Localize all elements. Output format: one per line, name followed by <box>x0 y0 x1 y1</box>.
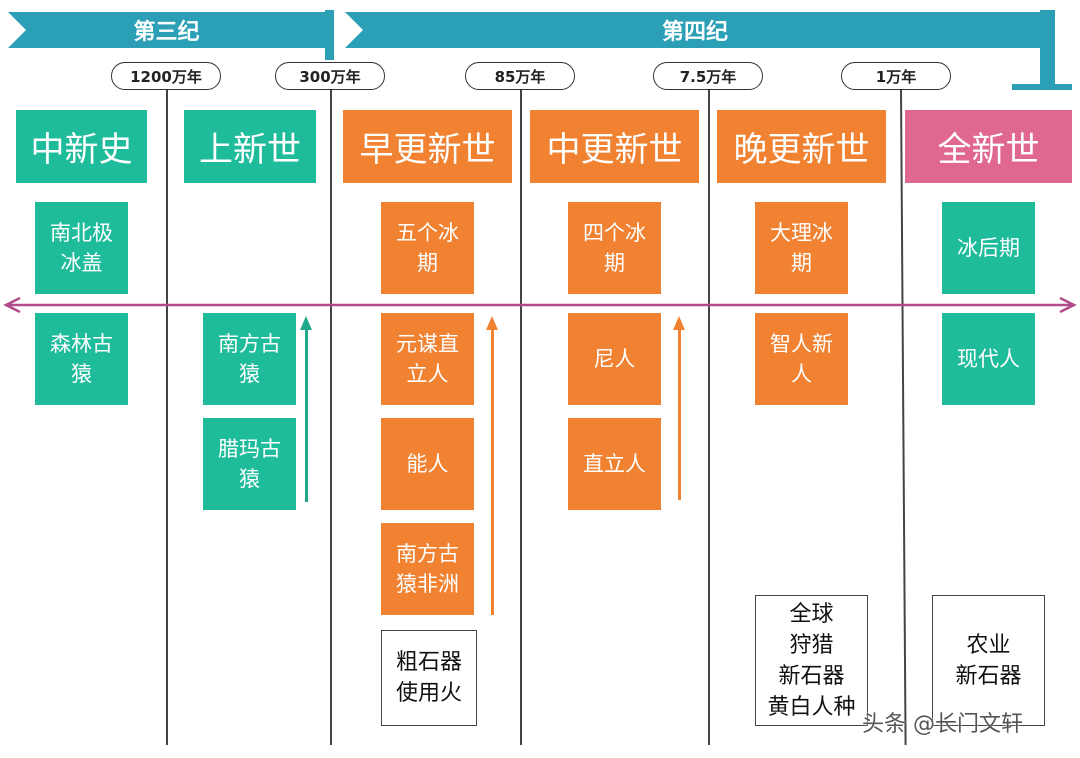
time-marker: 85万年 <box>465 62 575 90</box>
epoch-pliocene: 上新世 <box>184 110 316 183</box>
evolution-arrow-up-icon <box>486 316 498 615</box>
climate-box: 冰后期 <box>942 202 1035 294</box>
time-marker: 7.5万年 <box>653 62 763 90</box>
note-box: 农业 新石器 <box>932 595 1045 726</box>
epoch-early-pleistocene: 早更新世 <box>343 110 512 183</box>
hominid-box: 腊玛古猿 <box>203 418 296 510</box>
climate-box: 五个冰期 <box>381 202 474 294</box>
climate-box: 大理冰期 <box>755 202 848 294</box>
hominid-box: 现代人 <box>942 313 1035 405</box>
time-marker: 300万年 <box>275 62 385 90</box>
boundary-line <box>900 89 907 745</box>
boundary-line <box>330 90 332 745</box>
hominid-box: 智人新人 <box>755 313 848 405</box>
hominid-box: 直立人 <box>568 418 661 510</box>
hominid-box: 元谋直立人 <box>381 313 474 405</box>
evolution-arrow-up-icon <box>673 316 685 500</box>
epoch-miocene: 中新史 <box>16 110 147 183</box>
note-box: 全球 狩猎 新石器 黄白人种 <box>755 595 868 726</box>
hominid-box: 南方古猿 <box>203 313 296 405</box>
hominid-box: 尼人 <box>568 313 661 405</box>
era-quaternary-label: 第四纪 <box>661 20 728 45</box>
hominid-box: 能人 <box>381 418 474 510</box>
era-divider <box>325 10 334 60</box>
boundary-line <box>708 90 710 745</box>
boundary-line <box>520 90 522 745</box>
timeline-double-arrow-icon <box>3 296 1077 314</box>
epoch-late-pleistocene: 晚更新世 <box>717 110 886 183</box>
epoch-middle-pleistocene: 中更新世 <box>530 110 699 183</box>
climate-box: 南北极冰盖 <box>35 202 128 294</box>
era-tertiary-label: 第三纪 <box>133 20 200 45</box>
era-quaternary-band: 第四纪 <box>345 12 1045 48</box>
hominid-box: 南方古猿非洲 <box>381 523 474 615</box>
time-marker: 1200万年 <box>111 62 221 90</box>
watermark: 头条 @长门文轩 <box>862 712 1023 737</box>
era-end-base <box>1012 84 1072 90</box>
era-tertiary-band: 第三纪 <box>8 12 325 48</box>
epoch-holocene: 全新世 <box>905 110 1072 183</box>
climate-box: 四个冰期 <box>568 202 661 294</box>
hominid-box: 森林古猿 <box>35 313 128 405</box>
time-marker: 1万年 <box>841 62 951 90</box>
boundary-line <box>166 90 168 745</box>
note-box: 粗石器 使用火 <box>381 630 477 726</box>
evolution-arrow-up-icon <box>300 316 312 502</box>
era-end-bracket <box>1040 10 1055 88</box>
